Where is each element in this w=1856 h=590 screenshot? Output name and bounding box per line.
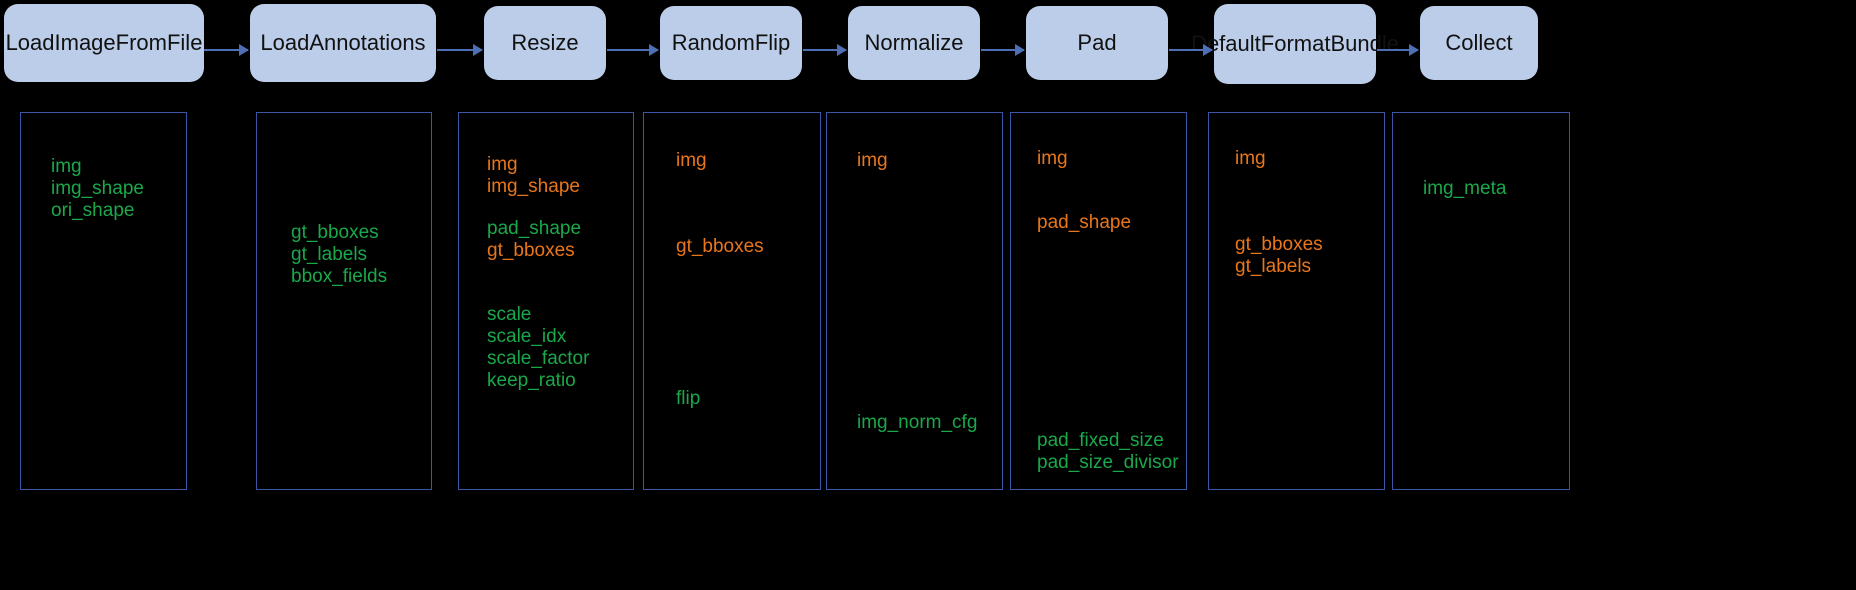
- stage-box-pad[interactable]: Pad: [1026, 6, 1168, 80]
- stage-label-default-format-bundle: DefaultFormatBundle: [1191, 31, 1399, 57]
- stage-box-random-flip[interactable]: RandomFlip: [660, 6, 802, 80]
- key-column-normalize: img img_norm_cfg: [826, 112, 1003, 490]
- stage-box-normalize[interactable]: Normalize: [848, 6, 980, 80]
- key-label-img: img: [857, 150, 888, 171]
- key-label-gt-labels: gt_labels: [1235, 256, 1312, 277]
- arrow-icon-3: [607, 44, 659, 56]
- arrow-icon-1: [204, 44, 249, 56]
- key-label-gt-bboxes: gt_bboxes: [676, 236, 764, 257]
- key-label-keep-ratio: keep_ratio: [487, 370, 576, 391]
- key-label-gt-labels: gt_labels: [291, 244, 368, 265]
- key-label-pad-shape: pad_shape: [487, 218, 582, 239]
- key-label-img: img: [487, 154, 518, 175]
- stage-label-load-annotations: LoadAnnotations: [260, 30, 426, 56]
- key-label-gt-bboxes: gt_bboxes: [487, 240, 575, 261]
- key-label-img: img: [1037, 148, 1068, 169]
- key-label-img: img: [676, 150, 707, 171]
- key-label-flip: flip: [676, 388, 701, 409]
- key-label-pad-shape: pad_shape: [1037, 212, 1132, 233]
- key-label-img-meta: img_meta: [1423, 178, 1507, 199]
- stage-label-normalize: Normalize: [864, 30, 964, 56]
- key-label-img-norm-cfg: img_norm_cfg: [857, 412, 978, 433]
- key-label-img-shape: img_shape: [51, 178, 144, 199]
- key-label-scale-factor: scale_factor: [487, 348, 590, 369]
- stage-label-load-image-from-file: LoadImageFromFile: [5, 30, 203, 56]
- key-label-gt-bboxes: gt_bboxes: [291, 222, 379, 243]
- key-list-normalize: img img_norm_cfg: [827, 113, 1002, 489]
- key-label-scale: scale: [487, 304, 532, 325]
- key-column-collect: img_meta: [1392, 112, 1570, 490]
- arrow-icon-6: [1169, 44, 1213, 56]
- key-label-bbox-fields: bbox_fields: [291, 266, 388, 287]
- key-label-pad-size-divisor: pad_size_divisor: [1037, 452, 1179, 473]
- key-label-gt-bboxes: gt_bboxes: [1235, 234, 1323, 255]
- arrow-icon-2: [437, 44, 483, 56]
- stage-label-pad: Pad: [1077, 30, 1117, 56]
- key-label-scale-idx: scale_idx: [487, 326, 567, 347]
- arrow-icon-4: [803, 44, 847, 56]
- key-label-ori-shape: ori_shape: [51, 200, 135, 221]
- key-label-img-shape: img_shape: [487, 176, 580, 197]
- key-label-img: img: [1235, 148, 1266, 169]
- arrow-icon-5: [981, 44, 1025, 56]
- stage-box-resize[interactable]: Resize: [484, 6, 606, 80]
- arrow-icon-7: [1377, 44, 1419, 56]
- stage-label-collect: Collect: [1445, 30, 1513, 56]
- stage-label-random-flip: RandomFlip: [671, 30, 791, 56]
- key-label-pad-fixed-size: pad_fixed_size: [1037, 430, 1164, 451]
- stage-box-collect[interactable]: Collect: [1420, 6, 1538, 80]
- stage-label-resize: Resize: [511, 30, 579, 56]
- stage-box-default-format-bundle[interactable]: DefaultFormatBundle: [1191, 4, 1399, 84]
- key-label-img: img: [51, 156, 82, 177]
- stage-box-load-image-from-file[interactable]: LoadImageFromFile: [4, 4, 204, 82]
- stage-row: LoadImageFromFile LoadAnnotations Resize Ra…: [0, 0, 1856, 100]
- stage-box-load-annotations[interactable]: LoadAnnotations: [250, 4, 436, 82]
- key-list-collect: img_meta: [1393, 113, 1569, 489]
